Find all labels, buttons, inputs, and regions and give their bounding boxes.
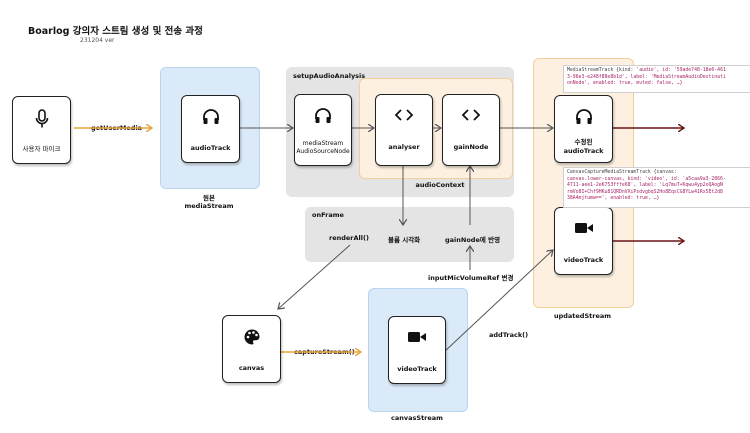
- gain-node: gainNode: [442, 94, 500, 166]
- microphone-icon: [13, 109, 70, 133]
- video-log-line3: 4711-aee1-2e6753fffe68', label: 'Lq7muT+…: [567, 183, 723, 188]
- media-stream-source-label-line2: AudioSourceNode: [296, 148, 350, 155]
- headphones-icon: [555, 108, 612, 130]
- analyser-label: analyser: [388, 143, 420, 151]
- code-icon: [443, 107, 499, 127]
- gain-label: gainNode: [453, 143, 489, 151]
- video-log-line4: rmVo8I+Chf9HKu81QRDnVXiPsdvgbqS2Ho8EqsCG…: [567, 189, 723, 195]
- edge-video-track-to-updated-stream: [443, 250, 553, 353]
- modified-audio-track-label-line1: 수정된: [574, 138, 593, 146]
- audio-log-line3: onNode', enabled: true, muted: false, …}: [567, 81, 683, 86]
- video-track-out-node: videoTrack: [554, 207, 613, 275]
- input-volume-label: inputMicVolumeRef 변경: [428, 274, 514, 282]
- on-frame-region: [305, 207, 514, 262]
- audio-track-log: MediaStreamTrack {kind: 'audio', id: '59…: [563, 65, 750, 93]
- setup-audio-analysis-label: setupAudioAnalysis: [293, 72, 366, 80]
- on-frame-render-all: renderAll(): [329, 234, 369, 242]
- audio-log-line1: 'audio', id: '59ade748-18e6-461: [636, 68, 726, 73]
- canvas-video-track-node: videoTrack: [388, 316, 446, 384]
- original-stream-label-line2: mediaStream: [184, 202, 234, 210]
- media-stream-source-node: mediaStream AudioSourceNode: [294, 94, 352, 166]
- modified-audio-track-node: 수정된 audioTrack: [554, 95, 613, 163]
- audio-context-label: audioContext: [415, 181, 465, 189]
- headphones-icon: [295, 107, 351, 129]
- mic-node: 사용자 마이크: [12, 96, 71, 164]
- audio-log-line2: 3-96e3-e248f88e8b1d', label: 'MediaStrea…: [567, 74, 726, 80]
- mic-label: 사용자 마이크: [22, 145, 61, 153]
- canvas-video-track-label: videoTrack: [397, 365, 437, 373]
- canvas-label: canvas: [238, 364, 265, 372]
- video-track-log: CanvasCaptureMediaStreamTrack {canvas: c…: [563, 167, 750, 208]
- on-frame-label: onFrame: [312, 211, 344, 219]
- media-stream-source-label-line1: mediaStream: [302, 140, 344, 147]
- updated-stream-label: updatedStream: [553, 312, 612, 320]
- video-log-line5: 38A4mjtumw==', enabled: true, …}: [567, 196, 660, 201]
- video-track-out-label: videoTrack: [563, 256, 604, 264]
- edge-render-all-to-canvas: [278, 244, 351, 309]
- video-camera-icon: [555, 220, 612, 239]
- original-stream-label-line1: 원본: [203, 194, 215, 202]
- canvas-stream-label: canvasStream: [391, 414, 443, 422]
- original-audio-track-label: audioTrack: [190, 144, 231, 152]
- code-icon: [376, 107, 432, 127]
- video-camera-icon: [389, 329, 445, 348]
- video-log-line1: CanvasCaptureMediaStreamTrack {canvas:: [567, 170, 680, 175]
- on-frame-volume-visualize: 볼륨 시각화: [388, 236, 421, 244]
- modified-audio-track-label-line2: audioTrack: [563, 147, 604, 155]
- headphones-icon: [182, 108, 239, 130]
- palette-icon: [223, 328, 280, 350]
- on-frame-apply-gain: gainNode에 반영: [445, 236, 501, 244]
- original-audio-track-node: audioTrack: [181, 95, 240, 163]
- add-track-label: addTrack(): [489, 331, 529, 339]
- audio-log-kind-prefix: MediaStreamTrack {kind:: [567, 68, 637, 73]
- diagram-title: Boarlog 강의자 스트림 생성 및 전송 과정: [28, 26, 203, 37]
- canvas-node: canvas: [222, 315, 281, 383]
- analyser-node: analyser: [375, 94, 433, 166]
- video-log-line2: canvas.lower-canvas, kind: 'video', id: …: [567, 176, 726, 182]
- diagram-version: 231204 ver: [80, 37, 115, 44]
